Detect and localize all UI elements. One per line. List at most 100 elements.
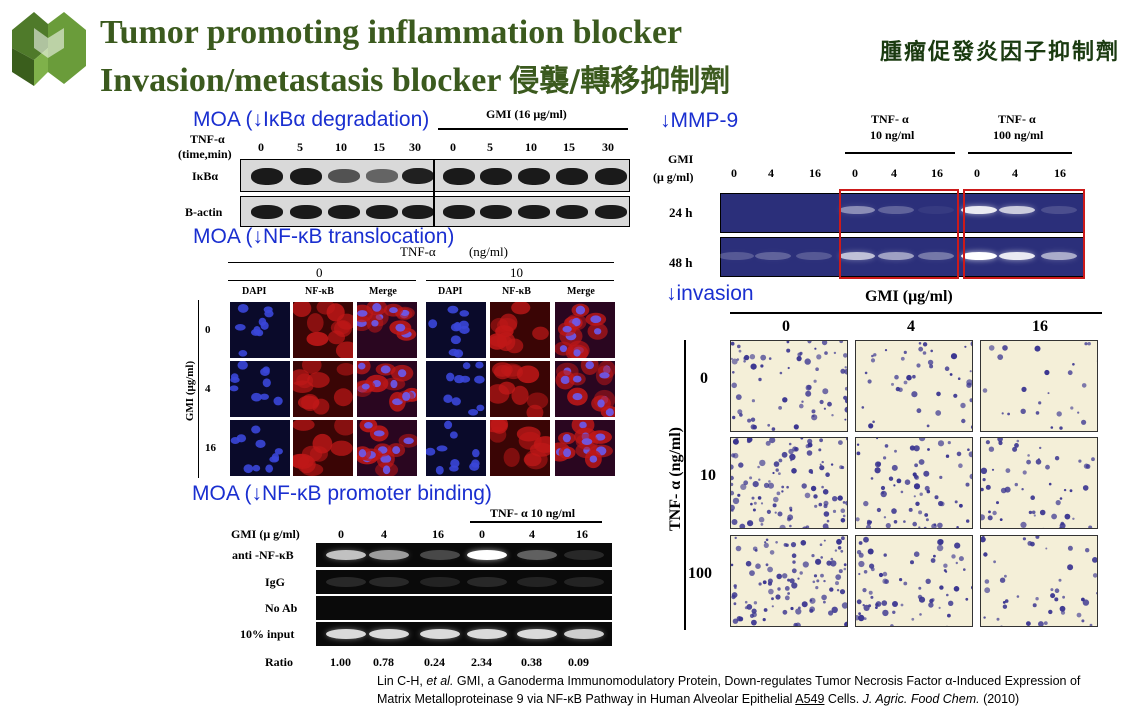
if-column-header: DAPI <box>242 286 267 297</box>
ref-year: (2010) <box>979 692 1020 706</box>
western-gmi-bracket <box>438 128 628 130</box>
invasion-image-cell <box>855 535 973 627</box>
western-band-bactin <box>556 205 588 219</box>
if-image-cell <box>555 420 615 476</box>
chip-ratio-value: 0.24 <box>424 655 445 669</box>
if-cells-graphic <box>555 420 613 469</box>
invasion-cells-graphic <box>731 341 847 431</box>
western-time-tick: 0 <box>450 140 456 154</box>
if-cells-graphic <box>293 302 353 358</box>
if-cells-graphic <box>293 361 353 415</box>
if-column-header: Merge <box>369 286 397 297</box>
if-tnf-label: TNF-α (ng/ml) <box>400 244 508 260</box>
chip-row-label: 10% input <box>240 627 295 641</box>
if-cells-graphic <box>490 362 549 417</box>
ref-etal: et al. <box>426 674 454 688</box>
chip-column-header: 4 <box>381 527 387 541</box>
chip-ratio-value: 2.34 <box>471 655 492 669</box>
western-time-tick: 5 <box>297 140 303 154</box>
chip-band <box>467 629 507 639</box>
invasion-left-line <box>684 340 686 630</box>
zymo-band <box>839 206 875 214</box>
if-image-cell <box>555 302 615 358</box>
if-image-cell <box>426 420 486 476</box>
if-cells-graphic <box>293 420 353 476</box>
if-image-cell <box>230 361 290 417</box>
zymo-bracket-10 <box>845 152 955 154</box>
zymo-band <box>878 206 914 214</box>
invasion-cells-graphic <box>856 536 972 626</box>
invasion-image-cell <box>730 340 848 432</box>
if-top-line <box>228 262 614 263</box>
chip-band <box>369 577 409 587</box>
zymo-column-header: 4 <box>768 166 774 180</box>
if-cells-graphic <box>230 361 283 406</box>
invasion-image-cell <box>980 535 1098 627</box>
invasion-row-label: 100 <box>688 565 712 582</box>
western-band-ikba <box>518 167 550 185</box>
zymo-column-header: 0 <box>731 166 737 180</box>
chip-band <box>420 629 460 639</box>
zymo-column-header: 4 <box>1012 166 1018 180</box>
ref-journal: J. Agric. Food Chem. <box>862 692 980 706</box>
western-band-ikba <box>595 167 627 185</box>
if-image-cell <box>490 420 550 476</box>
western-band-ikba <box>366 169 398 183</box>
if-gmi-axis-line <box>198 300 199 478</box>
western-time-tick: 30 <box>409 140 421 154</box>
western-band-bactin <box>366 205 398 219</box>
chip-row-label: anti -NF-κB <box>232 548 294 562</box>
western-divider <box>433 159 435 227</box>
zymo-band <box>961 252 997 260</box>
moa-invasion-label: ↓invasion <box>666 282 754 305</box>
if-column-header: NF-κB <box>305 286 334 297</box>
if-cells-graphic <box>555 361 615 417</box>
zymo-band <box>999 252 1035 260</box>
zymo-highlight-100 <box>963 189 1085 279</box>
if-row-label: 0 <box>205 324 211 336</box>
zymo-band <box>961 206 997 214</box>
invasion-cells-graphic <box>861 341 972 429</box>
if-cells-graphic <box>490 302 549 354</box>
western-blot-bactin <box>240 196 630 227</box>
invasion-image-cell <box>980 437 1098 529</box>
invasion-row-label: 0 <box>700 370 708 387</box>
chip-column-header: 0 <box>479 527 485 541</box>
western-time-tick: 15 <box>563 140 575 154</box>
western-band-ikba <box>402 167 434 185</box>
if-image-cell <box>490 302 550 358</box>
chip-band <box>517 577 557 587</box>
if-image-cell <box>293 420 353 476</box>
chip-band <box>467 550 507 560</box>
zymo-gmi-label: GMI <box>668 152 694 166</box>
if-line-left <box>228 280 416 281</box>
chip-band <box>369 550 409 560</box>
zymo-column-header: 16 <box>931 166 943 180</box>
western-band-ikba <box>556 167 588 185</box>
western-blot-ikba <box>240 159 630 192</box>
if-cells-graphic <box>357 361 417 412</box>
title-line-2: Invasion/metastasis blocker 侵襲/轉移抑制劑 <box>100 56 730 100</box>
zymo-column-header: 0 <box>974 166 980 180</box>
chip-band <box>517 550 557 560</box>
moa-mmp9-label: ↓MMP-9 <box>660 109 739 132</box>
chip-column-header: 0 <box>338 527 344 541</box>
zymo-bracket-100 <box>968 152 1072 154</box>
chip-gel-row <box>316 570 612 594</box>
western-band-ikba <box>251 167 283 185</box>
if-image-cell <box>357 361 417 417</box>
if-image-cell <box>426 302 486 358</box>
if-image-cell <box>230 302 290 358</box>
western-band-bactin <box>480 205 512 219</box>
zymo-unit-label: (μ g/ml) <box>653 170 694 184</box>
if-cells-graphic <box>234 303 274 357</box>
chip-gel-row <box>316 543 612 567</box>
if-cells-graphic <box>555 303 608 358</box>
chip-row-label: IgG <box>265 575 286 589</box>
invasion-image-cell <box>980 340 1098 432</box>
if-gmi-label: GMI (μg/ml) <box>184 360 197 422</box>
invasion-column-header: 4 <box>907 318 915 335</box>
ref-part3: Cells. <box>824 692 863 706</box>
invasion-image-cell <box>855 437 973 529</box>
chip-band <box>517 629 557 639</box>
